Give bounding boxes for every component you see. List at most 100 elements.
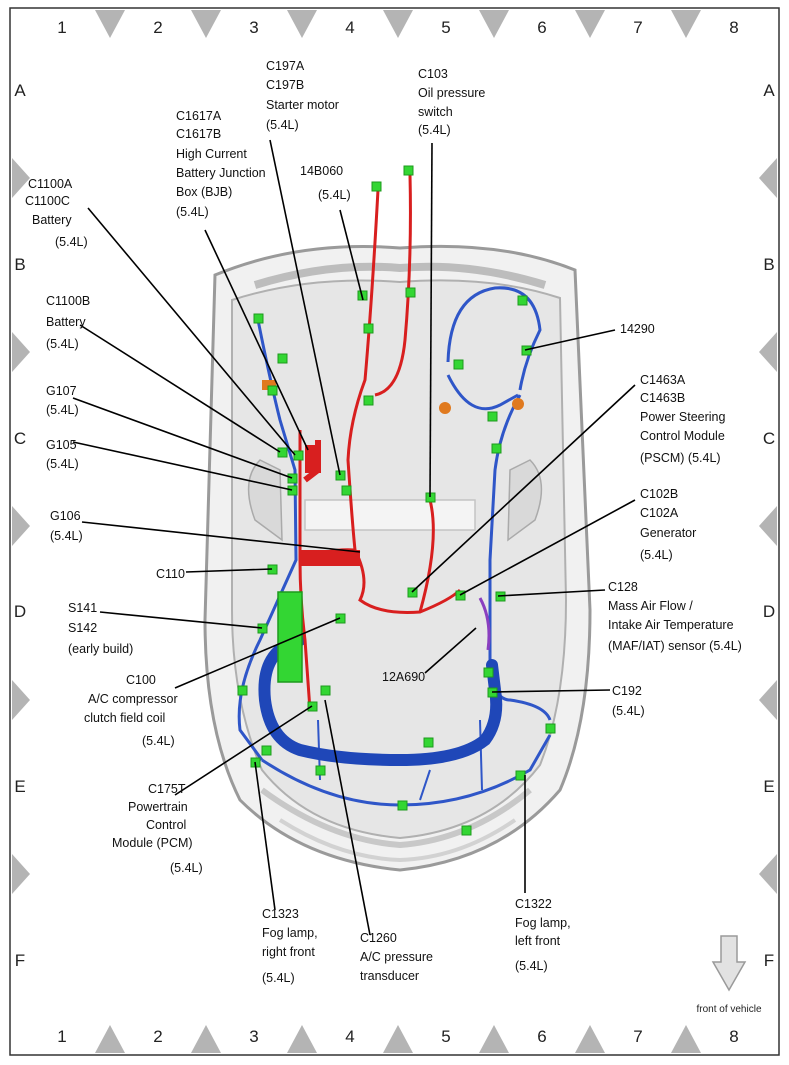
leader-g107 [72,397,293,479]
tick-left-4 [12,680,30,720]
orange-fitting-left [439,402,451,414]
grid-row-d-left: D [14,602,26,621]
grid-tick-markers [12,10,777,1053]
label-c1322: C1322 Fog lamp, left front (5.4L) [515,897,574,973]
tick-right-2 [759,332,777,372]
callouts-top: C1617A C1617B High Current Battery Junct… [176,59,489,219]
label-c1322-line1: C1322 [515,897,552,911]
leader-c197a [269,139,341,476]
callouts-right: 14290 C1463A C1463B Power Steering Contr… [382,322,742,973]
grid-row-a-left: A [14,81,26,100]
label-c197a-line3: Starter motor [266,98,339,112]
tick-bottom-1 [95,1025,125,1053]
pcm-module [277,591,303,683]
connector-34 [545,723,556,734]
grid-row-f-right: F [764,951,774,970]
label-c128-line1: C128 [608,580,638,594]
label-c102b-line1: C102B [640,487,678,501]
label-s141: S141 S142 (early build) [68,601,133,656]
tick-bottom-3 [287,1025,317,1053]
label-g106-line1: G106 [50,509,81,523]
label-c100: C100 A/C compressor clutch field coil (5… [84,673,181,748]
connector-12 [287,473,298,484]
leader-g106 [81,521,361,553]
tick-left-2 [12,332,30,372]
label-c1463a: C1463A C1463B Power Steering Control Mod… [640,373,729,465]
label-c1617a: C1617A C1617B High Current Battery Junct… [176,109,269,219]
label-c175t-line3: Control [146,818,186,832]
grid-column-labels-top: 1 2 3 4 5 6 7 8 [57,18,738,37]
leader-c103 [429,142,433,498]
label-c103: C103 Oil pressure switch (5.4L) [418,67,489,137]
grid-row-labels-right: A B C D E F [763,81,775,970]
label-c1617a-line3: High Current [176,147,247,161]
tick-top-4 [383,10,413,38]
leader-12a690 [424,627,477,674]
connector-10 [293,450,304,461]
label-c128: C128 Mass Air Flow / Intake Air Temperat… [608,580,742,653]
purple-wire-12a690 [478,597,491,651]
label-c110: C110 [156,567,185,581]
grid-col-7-top: 7 [633,18,642,37]
label-g107: G107 (5.4L) [46,384,80,417]
connector-31 [237,685,248,696]
grid-column-labels-bottom: 1 2 3 4 5 6 7 8 [57,1027,738,1046]
connector-40 [261,745,272,756]
label-c197a-line1: C197A [266,59,305,73]
label-c1100a-line4: (5.4L) [55,235,88,249]
tick-right-5 [759,854,777,894]
label-c197a-line4: (5.4L) [266,118,299,132]
connector-5 [363,323,374,334]
label-c197a-line2: C197B [266,78,304,92]
grid-col-8-top: 8 [729,18,738,37]
grid-col-1-bottom: 1 [57,1027,66,1046]
label-c103-line2: Oil pressure [418,86,485,100]
label-c1463a-line2: C1463B [640,391,685,405]
grid-col-5-top: 5 [441,18,450,37]
connector-7 [277,353,288,364]
label-c128-line3: Intake Air Temperature [608,618,734,632]
connector-36 [423,737,434,748]
grid-col-6-bottom: 6 [537,1027,546,1046]
label-c1100b-line1: C1100B [46,294,90,308]
front-of-vehicle-indicator: front of vehicle [696,935,762,1015]
label-c1323-line1: C1323 [262,907,299,921]
leader-c1323 [254,761,276,911]
label-c1100b: C1100B Battery (5.4L) [46,294,94,351]
connector-9 [363,395,374,406]
grid-col-3-top: 3 [249,18,258,37]
label-c1617a-line4: Battery Junction [176,166,266,180]
label-c1323-line3: right front [262,945,315,959]
label-c128-line2: Mass Air Flow / [608,599,693,613]
grid-row-c-left: C [14,429,26,448]
leader-c1463a [411,384,636,593]
grid-row-labels-left: A B C D E F [14,81,26,970]
tick-bottom-2 [191,1025,221,1053]
grid-col-8-bottom: 8 [729,1027,738,1046]
connector-32 [483,667,494,678]
tick-top-5 [479,10,509,38]
label-c1100a-line2: C1100C [25,194,70,208]
label-c103-line3: switch [418,105,453,119]
label-c1323-line2: Fog lamp, [262,926,318,940]
red-wire-oil-pressure [418,499,435,613]
grid-col-1-top: 1 [57,18,66,37]
label-c1100a: C1100A C1100C Battery (5.4L) [25,177,88,249]
callouts-left: C1100A C1100C Battery (5.4L) C1100B Batt… [25,177,433,985]
label-c1463a-line5: (PSCM) (5.4L) [640,451,721,465]
leader-s141 [99,611,263,629]
radiator-support-bar [304,499,476,531]
label-c102b: C102B C102A Generator (5.4L) [640,487,700,562]
connector-28 [307,701,318,712]
connector-19 [453,359,464,370]
tick-left-3 [12,506,30,546]
label-c192: C192 (5.4L) [612,684,645,718]
components [262,380,524,683]
label-c1323: C1323 Fog lamp, right front (5.4L) [262,907,321,985]
label-c192-line2: (5.4L) [612,704,645,718]
label-14b060-line2: (5.4L) [318,188,351,202]
label-c1100a-line1: C1100A [28,177,73,191]
connector-20 [487,411,498,422]
orange-fitting-rear [262,380,276,390]
